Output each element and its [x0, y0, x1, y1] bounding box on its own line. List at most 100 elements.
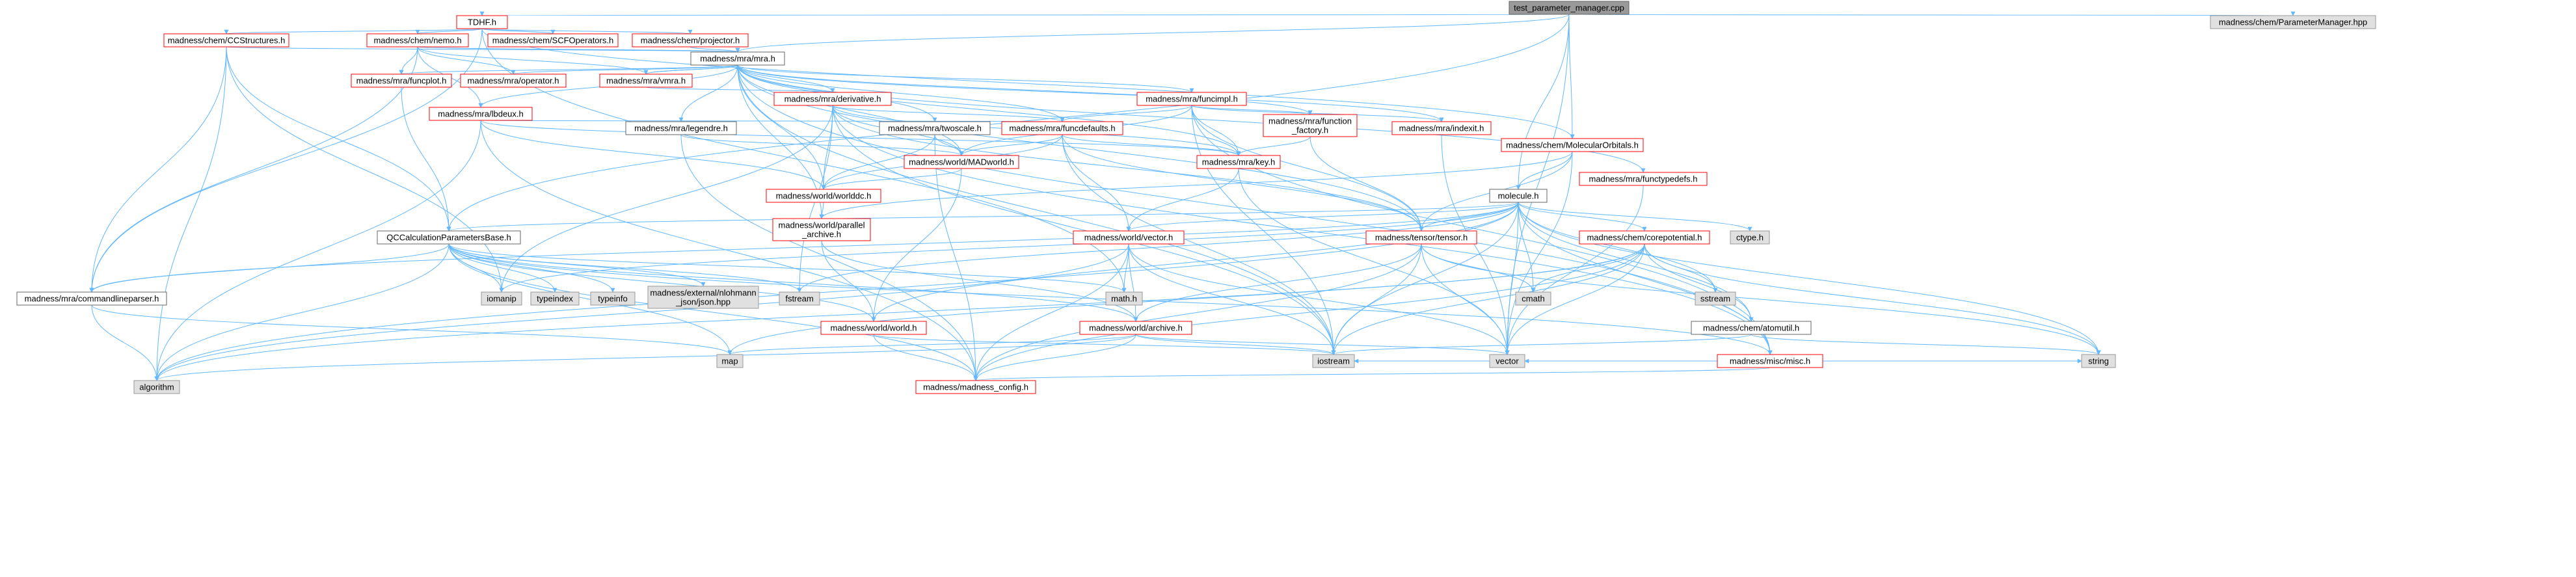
node-archive[interactable]: madness/world/archive.h — [1079, 321, 1192, 335]
node-root[interactable]: test_parameter_manager.cpp — [1509, 1, 1630, 15]
node-operator[interactable]: madness/mra/operator.h — [460, 74, 567, 88]
node-cmath-box[interactable] — [1515, 291, 1551, 306]
node-iomanip[interactable]: iomanip — [481, 291, 522, 306]
node-operator-box[interactable] — [460, 74, 567, 88]
node-iomanip-box[interactable] — [481, 291, 522, 306]
node-legendre[interactable]: madness/mra/legendre.h — [625, 121, 737, 135]
node-typeindex[interactable]: typeindex — [530, 291, 580, 306]
node-parammgr[interactable]: madness/chem/ParameterManager.hpp — [2210, 15, 2376, 29]
node-archive-box[interactable] — [1079, 321, 1192, 335]
node-world_h[interactable]: madness/world/world.h — [820, 321, 927, 335]
node-cmath[interactable]: cmath — [1515, 291, 1551, 306]
node-cmdline-box[interactable] — [16, 291, 167, 306]
node-lbdeux-box[interactable] — [429, 107, 533, 121]
node-funcplot-box[interactable] — [351, 74, 452, 88]
node-vmra[interactable]: madness/mra/vmra.h — [599, 74, 693, 88]
node-vector_h-box[interactable] — [1073, 230, 1185, 245]
node-derivative[interactable]: madness/mra/derivative.h — [773, 92, 892, 106]
node-config[interactable]: madness/madness_config.h — [915, 380, 1036, 394]
node-lbdeux[interactable]: madness/mra/lbdeux.h — [429, 107, 533, 121]
node-json-box[interactable] — [647, 286, 759, 309]
node-math-box[interactable] — [1105, 291, 1143, 306]
node-vmra-box[interactable] — [599, 74, 693, 88]
node-key[interactable]: madness/mra/key.h — [1196, 155, 1281, 169]
node-qcparams-box[interactable] — [377, 230, 521, 245]
node-tensor[interactable]: madness/tensor/tensor.h — [1365, 230, 1477, 245]
node-funcimpl[interactable]: madness/mra/funcimpl.h — [1136, 92, 1247, 106]
node-worlddc-box[interactable] — [766, 189, 881, 203]
node-string-box[interactable] — [2081, 354, 2116, 368]
node-config-box[interactable] — [915, 380, 1036, 394]
node-key-box[interactable] — [1196, 155, 1281, 169]
node-funcdefaults[interactable]: madness/mra/funcdefaults.h — [1001, 121, 1123, 135]
node-molorb-box[interactable] — [1501, 138, 1644, 152]
node-root-box[interactable] — [1509, 1, 1630, 15]
node-string[interactable]: string — [2081, 354, 2116, 368]
node-misc[interactable]: madness/misc/misc.h — [1717, 354, 1823, 368]
node-iostream[interactable]: iostream — [1312, 354, 1355, 368]
node-sstream-box[interactable] — [1695, 291, 1736, 306]
node-typeinfo[interactable]: typeinfo — [590, 291, 636, 306]
node-parallelarchive-box[interactable] — [772, 218, 871, 241]
node-worlddc[interactable]: madness/world/worlddc.h — [766, 189, 881, 203]
node-funcimpl-box[interactable] — [1136, 92, 1247, 106]
node-atomutil[interactable]: madness/chem/atomutil.h — [1691, 321, 1812, 335]
node-typeinfo-box[interactable] — [590, 291, 636, 306]
node-ctype[interactable]: ctype.h — [1730, 230, 1770, 245]
node-molecule-box[interactable] — [1489, 189, 1548, 203]
node-molorb[interactable]: madness/chem/MolecularOrbitals.h — [1501, 138, 1644, 152]
node-indexit[interactable]: madness/mra/indexit.h — [1391, 121, 1492, 135]
node-vector[interactable]: vector — [1489, 354, 1525, 368]
node-functypedefs-box[interactable] — [1579, 172, 1708, 186]
node-madworld-box[interactable] — [904, 155, 1019, 169]
node-nemo[interactable]: madness/chem/nemo.h — [366, 33, 469, 47]
node-corepotential[interactable]: madness/chem/corepotential.h — [1579, 230, 1710, 245]
node-corepotential-box[interactable] — [1579, 230, 1710, 245]
node-twoscale[interactable]: madness/mra/twoscale.h — [879, 121, 991, 135]
node-functionfactory-box[interactable] — [1263, 114, 1358, 137]
node-indexit-box[interactable] — [1391, 121, 1492, 135]
node-scfops-box[interactable] — [487, 33, 619, 47]
node-tdhf-box[interactable] — [456, 15, 508, 29]
node-functionfactory[interactable]: madness/mra/function_factory.h — [1263, 114, 1358, 137]
node-scfops[interactable]: madness/chem/SCFOperators.h — [487, 33, 619, 47]
node-iostream-box[interactable] — [1312, 354, 1355, 368]
node-derivative-box[interactable] — [773, 92, 892, 106]
node-world_h-box[interactable] — [820, 321, 927, 335]
node-tdhf[interactable]: TDHF.h — [456, 15, 508, 29]
node-algorithm-box[interactable] — [133, 380, 180, 394]
node-funcdefaults-box[interactable] — [1001, 121, 1123, 135]
node-legendre-box[interactable] — [625, 121, 737, 135]
node-sstream[interactable]: sstream — [1695, 291, 1736, 306]
node-tensor-box[interactable] — [1365, 230, 1477, 245]
node-algorithm[interactable]: algorithm — [133, 380, 180, 394]
node-map[interactable]: map — [716, 354, 744, 368]
node-ctype-box[interactable] — [1730, 230, 1770, 245]
node-twoscale-box[interactable] — [879, 121, 991, 135]
node-ccstruct[interactable]: madness/chem/CCStructures.h — [163, 33, 289, 47]
node-cmdline[interactable]: madness/mra/commandlineparser.h — [16, 291, 167, 306]
node-parallelarchive[interactable]: madness/world/parallel_archive.h — [772, 218, 871, 241]
node-funcplot[interactable]: madness/mra/funcplot.h — [351, 74, 452, 88]
node-map-box[interactable] — [716, 354, 744, 368]
node-fstream[interactable]: fstream — [779, 291, 820, 306]
node-mra-box[interactable] — [690, 51, 785, 66]
node-ccstruct-box[interactable] — [163, 33, 289, 47]
node-madworld[interactable]: madness/world/MADworld.h — [904, 155, 1019, 169]
node-molecule[interactable]: molecule.h — [1489, 189, 1548, 203]
node-mra[interactable]: madness/mra/mra.h — [690, 51, 785, 66]
node-projector-box[interactable] — [632, 33, 749, 47]
node-qcparams[interactable]: QCCalculationParametersBase.h — [377, 230, 521, 245]
node-math[interactable]: math.h — [1105, 291, 1143, 306]
node-vector_h[interactable]: madness/world/vector.h — [1073, 230, 1185, 245]
node-typeindex-box[interactable] — [530, 291, 580, 306]
node-misc-box[interactable] — [1717, 354, 1823, 368]
node-nemo-box[interactable] — [366, 33, 469, 47]
node-atomutil-box[interactable] — [1691, 321, 1812, 335]
node-functypedefs[interactable]: madness/mra/functypedefs.h — [1579, 172, 1708, 186]
node-parammgr-box[interactable] — [2210, 15, 2376, 29]
node-json[interactable]: madness/external/nlohmann_json/json.hpp — [647, 286, 759, 309]
node-fstream-box[interactable] — [779, 291, 820, 306]
node-projector[interactable]: madness/chem/projector.h — [632, 33, 749, 47]
node-vector-box[interactable] — [1489, 354, 1525, 368]
